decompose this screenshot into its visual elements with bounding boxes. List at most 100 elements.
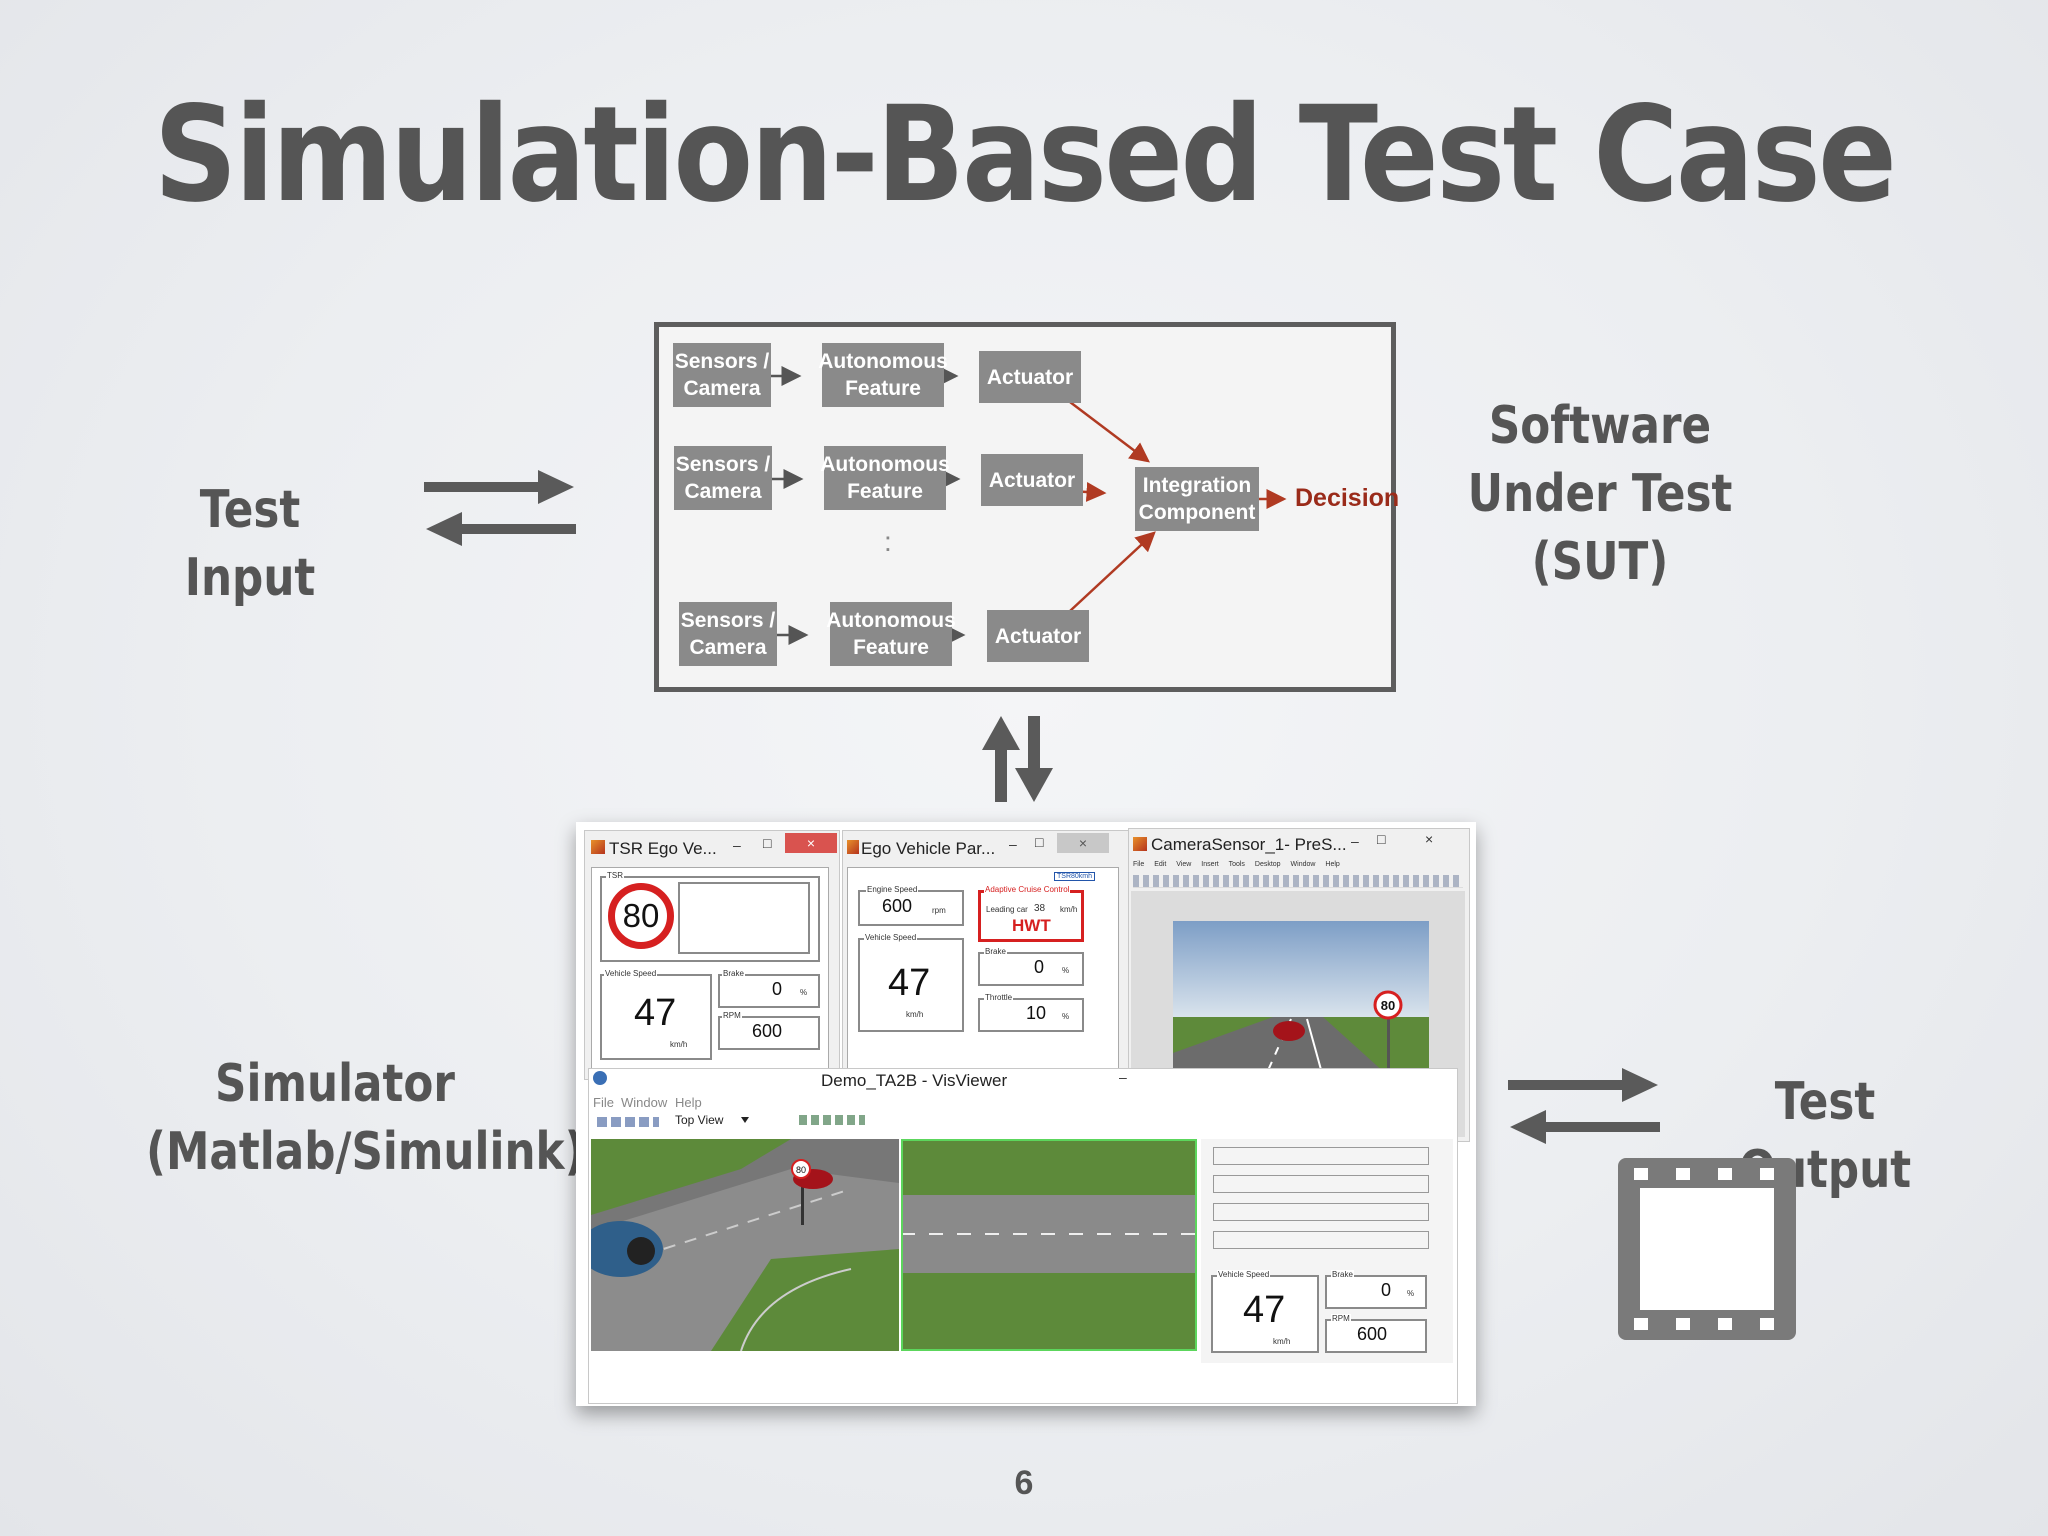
menu-edit[interactable]: Edit: [1154, 861, 1167, 868]
speed-limit-sign: 80: [608, 883, 674, 949]
info-rows: [1213, 1147, 1429, 1249]
camera-menu-bar: File Edit View Insert Tools Desktop Wind…: [1133, 861, 1463, 873]
visviewer-3d-scene: 80: [591, 1139, 899, 1351]
menu-view[interactable]: View: [1176, 861, 1192, 868]
menu-desktop[interactable]: Desktop: [1254, 861, 1281, 868]
camera-sign-text: 80: [1381, 998, 1395, 1013]
rpm-gauge: [718, 1016, 820, 1050]
actuator-block-1: Actuator: [979, 351, 1081, 403]
sut-label-line3: (SUT): [1531, 532, 1669, 592]
rpm-gauge: [1325, 1319, 1427, 1353]
visviewer-top-view: [901, 1139, 1197, 1351]
brake-gauge: [718, 974, 820, 1008]
minimize-button[interactable]: –: [1009, 836, 1017, 852]
close-button[interactable]: ×: [1425, 831, 1434, 847]
engine-speed-unit: rpm: [932, 906, 946, 915]
layout-toolbar: [597, 1117, 659, 1127]
ego-panel: Engine Speed 600 rpm Adaptive Cruise Con…: [847, 867, 1119, 1069]
tsr-badge: TSR80kmh: [1054, 872, 1096, 881]
minimize-button[interactable]: –: [1351, 833, 1359, 849]
maximize-button[interactable]: □: [763, 835, 772, 851]
simulator-label-line1: Simulator: [215, 1054, 455, 1114]
leading-car-speed: 38: [1034, 903, 1046, 914]
visviewer-title: Demo_TA2B - VisViewer: [821, 1071, 1008, 1090]
rpm-value: 600: [1357, 1324, 1388, 1344]
tsr-window-title: TSR Ego Ve...: [609, 839, 717, 858]
vehicle-speed-unit: km/h: [906, 1010, 924, 1019]
throttle-label: Throttle: [984, 993, 1014, 1002]
view-select[interactable]: Top View: [675, 1113, 724, 1127]
simulator-label-line2: (Matlab/Simulink): [146, 1122, 585, 1182]
menu-window[interactable]: Window: [1290, 861, 1316, 868]
menu-insert[interactable]: Insert: [1201, 861, 1219, 868]
ego-vehicle-window: Ego Vehicle Par... – □ × Engine Speed 60…: [842, 830, 1130, 1080]
menu-help[interactable]: Help: [1325, 861, 1340, 868]
menu-tools[interactable]: Tools: [1228, 861, 1245, 868]
ego-window-title: Ego Vehicle Par...: [861, 839, 996, 858]
visviewer-window: Demo_TA2B - VisViewer – File Window Help…: [588, 1068, 1458, 1404]
camera-window-title: CameraSensor_1- PreS...: [1151, 835, 1347, 854]
matlab-icon: [847, 840, 859, 854]
brake-label: Brake: [984, 947, 1007, 956]
minimize-button[interactable]: –: [1119, 1069, 1127, 1085]
rpm-label: RPM: [722, 1011, 742, 1020]
simulator-label: Simulator (Matlab/Simulink): [146, 1050, 585, 1186]
rows-ellipsis: :: [884, 526, 892, 557]
vehicle-speed-value: 47: [888, 962, 931, 1004]
vehicle-speed-label: Vehicle Speed: [604, 969, 658, 978]
sensor-camera-block-1: Sensors /Camera: [673, 343, 771, 407]
actuator-block-2: Actuator: [981, 454, 1083, 506]
actuator-block-3: Actuator: [987, 610, 1089, 662]
brake-label: Brake: [722, 969, 745, 978]
hwt-warning: HWT: [1012, 916, 1051, 935]
throttle-gauge: [978, 998, 1084, 1032]
brake-value: 0: [1034, 957, 1045, 977]
throttle-value: 10: [1026, 1003, 1047, 1023]
visviewer-menu-file[interactable]: File: [593, 1095, 614, 1110]
visviewer-menu-window[interactable]: Window: [621, 1095, 668, 1110]
throttle-unit: %: [1062, 1012, 1070, 1021]
maximize-button[interactable]: □: [1377, 831, 1386, 847]
acc-label: Adaptive Cruise Control: [984, 885, 1071, 894]
visviewer-icon: [593, 1071, 607, 1085]
matlab-icon: [591, 840, 605, 854]
vehicle-speed-value: 47: [1243, 1289, 1286, 1331]
menu-file[interactable]: File: [1133, 861, 1145, 868]
visviewer-sign-text: 80: [796, 1165, 806, 1175]
test-output-exchange-arrows: [1508, 1068, 1660, 1144]
brake-label: Brake: [1331, 1270, 1354, 1279]
decision-label: Decision: [1295, 484, 1400, 512]
simulator-screenshot: TSR Ego Ve... – □ × TSR 80 Vehicle Speed…: [576, 822, 1476, 1406]
close-button[interactable]: ×: [785, 833, 837, 853]
visviewer-menu-help[interactable]: Help: [675, 1095, 702, 1110]
brake-unit: %: [1407, 1289, 1415, 1298]
vehicle-speed-unit: km/h: [1273, 1337, 1291, 1346]
maximize-button[interactable]: □: [1035, 834, 1044, 850]
visviewer-toolbar-icons: [799, 1115, 865, 1125]
view-dropdown-icon[interactable]: [741, 1117, 749, 1123]
slide-title: Simulation-Based Test Case: [153, 78, 1897, 232]
visviewer-instrument-panel: Vehicle Speed 47 km/h Brake 0 % RPM 600: [1201, 1139, 1453, 1363]
sut-simulator-exchange-arrows: [982, 716, 1053, 802]
vehicle-speed-value: 47: [634, 992, 677, 1034]
rpm-label: RPM: [1331, 1314, 1351, 1323]
tsr-label: TSR: [606, 871, 624, 880]
tsr-image-area: [678, 882, 810, 954]
brake-unit: %: [1062, 966, 1070, 975]
brake-value: 0: [772, 979, 783, 999]
matlab-icon: [1133, 837, 1147, 851]
engine-speed-value: 600: [882, 896, 913, 916]
brake-unit: %: [800, 988, 808, 997]
minimize-button[interactable]: –: [733, 837, 741, 853]
vehicle-speed-label: Vehicle Speed: [1217, 1270, 1271, 1279]
film-strip-icon: [1618, 1158, 1796, 1340]
test-input-exchange-arrows: [424, 470, 576, 546]
close-button[interactable]: ×: [1057, 833, 1109, 853]
engine-speed-label: Engine Speed: [866, 885, 919, 894]
leading-car-unit: km/h: [1060, 905, 1078, 914]
vehicle-speed-gauge: [600, 974, 712, 1060]
